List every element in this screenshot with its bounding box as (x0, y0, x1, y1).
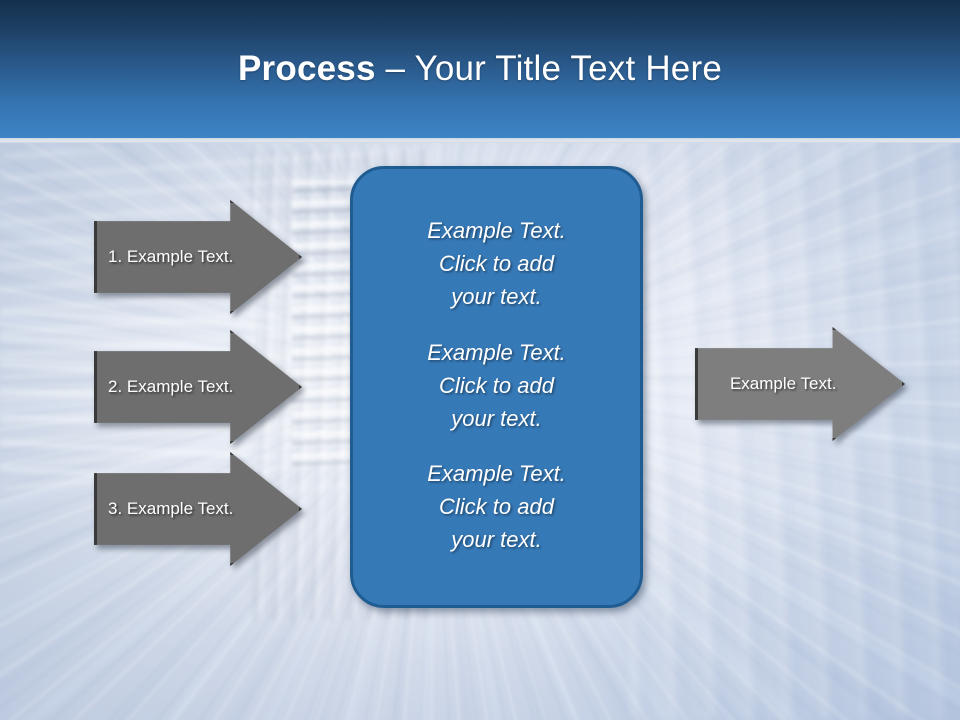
page-title-rest: – Your Title Text Here (375, 49, 722, 88)
center-content-box[interactable]: Example Text. Click to add your text. Ex… (350, 166, 643, 608)
page-title: Process – Your Title Text Here (0, 48, 960, 90)
center-text-block-1: Example Text. Click to add your text. (427, 217, 566, 309)
input-arrow-3[interactable]: 3. Example Text. (94, 452, 302, 566)
input-arrow-3-label: 3. Example Text. (108, 499, 234, 518)
input-arrow-2-label: 2. Example Text. (108, 377, 234, 396)
output-arrow[interactable]: Example Text. (695, 327, 905, 441)
center-text-block-2: Example Text. Click to add your text. (427, 339, 566, 431)
input-arrow-1-label: 1. Example Text. (108, 247, 234, 266)
background-right-buildings (630, 140, 960, 720)
output-arrow-label: Example Text. (729, 374, 837, 393)
header-divider (0, 138, 960, 143)
input-arrow-2[interactable]: 2. Example Text. (94, 330, 302, 444)
center-text-block-3: Example Text. Click to add your text. (427, 461, 566, 553)
slide-header (0, 0, 960, 138)
input-arrow-1[interactable]: 1. Example Text. (94, 200, 302, 314)
page-title-bold: Process (238, 49, 376, 88)
